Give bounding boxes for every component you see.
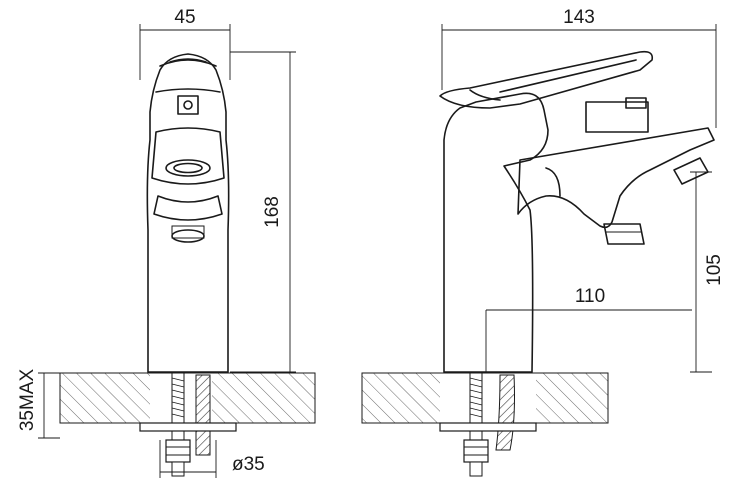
- front-view: 45 168 35MAX ø35: [17, 7, 316, 478]
- faucet-body-front: [146, 53, 230, 373]
- dim-height-label: 168: [262, 196, 283, 228]
- mounting-plate-side: [439, 422, 537, 432]
- mounting-plate-front: [139, 422, 237, 432]
- faucet-body-side: [443, 92, 549, 373]
- dim-spout-height-label: 105: [704, 254, 725, 286]
- spout-side: [517, 127, 715, 229]
- dim-hole-label: ø35: [232, 454, 265, 475]
- hose-front: [195, 374, 211, 456]
- dim-depth-label: 143: [563, 7, 595, 28]
- dim-mount-label: 35MAX: [17, 369, 38, 432]
- dim-width-label: 45: [174, 7, 195, 28]
- aerator-front: [165, 159, 211, 177]
- lever-side: [439, 50, 654, 109]
- dim-reach-label: 110: [575, 286, 605, 307]
- side-view: 143 110 105: [361, 7, 725, 477]
